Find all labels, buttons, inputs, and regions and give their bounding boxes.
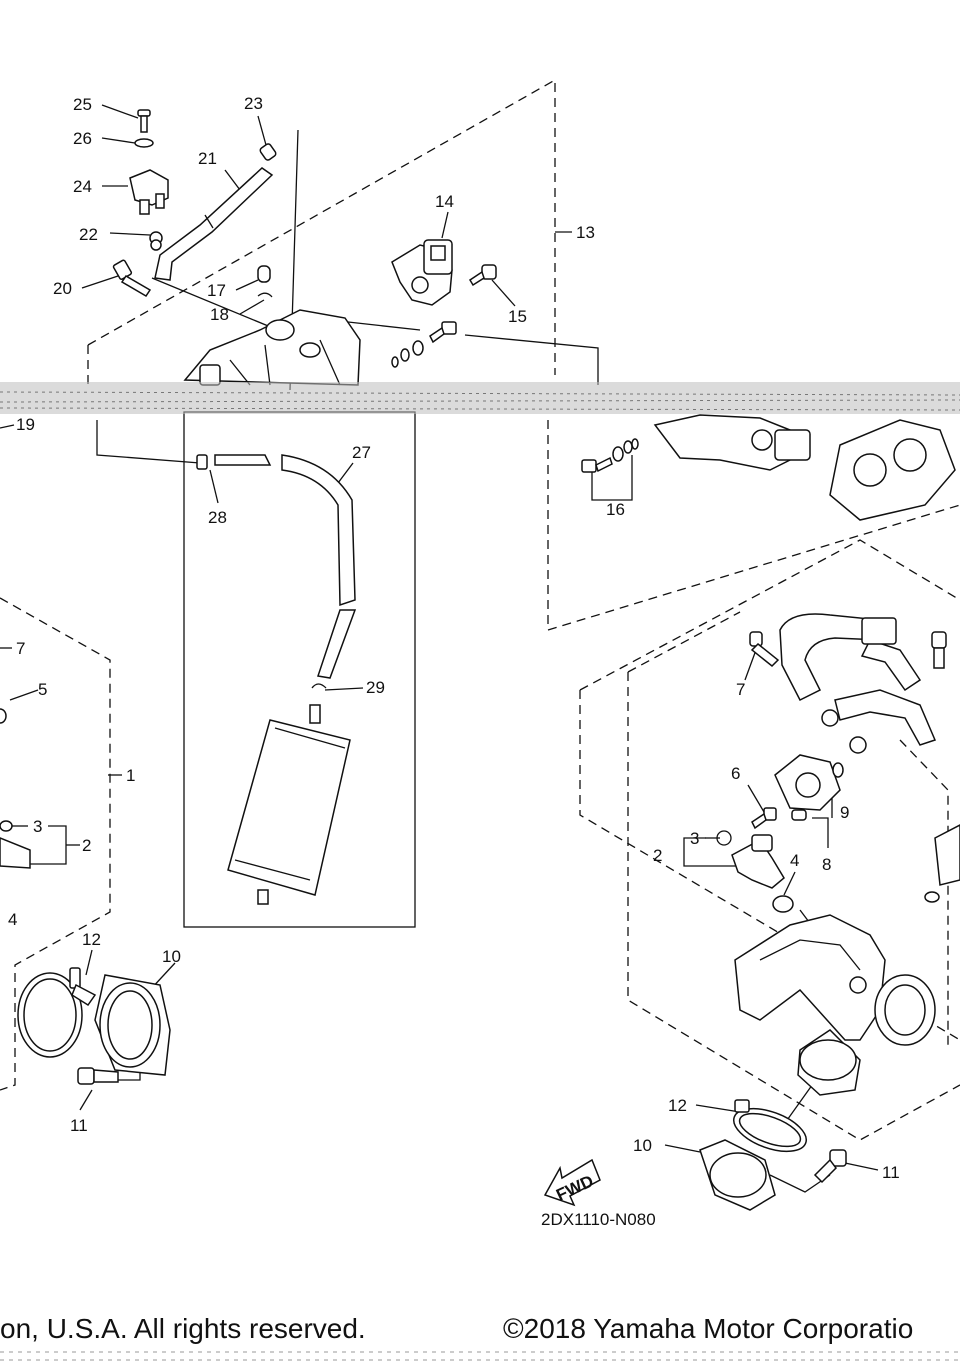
label-12-left: 12 (82, 930, 101, 949)
throttle-body-13 (183, 309, 361, 386)
assembly-16-outline (547, 420, 960, 631)
label-17: 17 (207, 281, 226, 300)
bolt-25 (137, 109, 151, 133)
injector-left (0, 708, 31, 869)
bolt-right-top (931, 631, 947, 669)
label-3-left: 3 (33, 817, 42, 836)
injector-2-right (716, 830, 785, 889)
label-20: 20 (53, 279, 72, 298)
label-2-left: 2 (82, 836, 91, 855)
fwd-arrow-icon: FWD (543, 1158, 601, 1207)
label-11-left: 11 (70, 1116, 88, 1135)
label-23: 23 (244, 94, 263, 113)
pressure-sensor-24 (129, 169, 169, 215)
label-11-right: 11 (882, 1163, 900, 1182)
label-12-right: 12 (668, 1096, 687, 1115)
clamp-12-left (17, 967, 97, 1058)
throttle-body-lower (653, 414, 811, 471)
label-16: 16 (606, 500, 625, 519)
clip-22 (149, 231, 163, 251)
label-13: 13 (576, 223, 595, 242)
label-10-left: 10 (162, 947, 181, 966)
clamp-28 (196, 454, 208, 470)
label-3-right: 3 (690, 829, 699, 848)
screw-set-16 (581, 438, 639, 473)
scan-noise-band (0, 382, 960, 414)
canister (227, 704, 351, 905)
label-9: 9 (840, 803, 849, 822)
label-22: 22 (79, 225, 98, 244)
assembly-1-outline (0, 597, 111, 1091)
label-21: 21 (198, 149, 217, 168)
label-14: 14 (435, 192, 454, 211)
injector-right-edge (924, 824, 960, 903)
label-27: 27 (352, 443, 371, 462)
label-26: 26 (73, 129, 92, 148)
joint-10-right (699, 1139, 776, 1211)
fuel-rail-hose (779, 613, 937, 754)
washer-26 (134, 138, 154, 148)
label-1: 1 (126, 766, 135, 785)
label-7-right: 7 (736, 680, 745, 699)
label-7-left: 7 (16, 639, 25, 658)
joint-10-left (94, 974, 171, 1076)
clamp-23 (259, 143, 277, 161)
clamp-12-right (733, 1099, 807, 1153)
bolt-6 (751, 807, 777, 830)
bolt-7-right (749, 631, 780, 668)
seal-4-right (772, 895, 794, 913)
label-28: 28 (208, 508, 227, 527)
diagram-code: 2DX1110-N080 (541, 1210, 656, 1229)
label-24: 24 (73, 177, 92, 196)
pressure-regulator-9 (774, 754, 844, 821)
throttle-sensor-14 (391, 239, 453, 306)
gasket (829, 419, 956, 521)
screw-15 (468, 264, 497, 287)
label-25: 25 (73, 95, 92, 114)
assembly-right-outline (579, 539, 960, 691)
label-2-right: 2 (653, 846, 662, 865)
label-10-right: 10 (633, 1136, 652, 1155)
cap-17 (257, 265, 271, 283)
footer-copyright-left: on, U.S.A. All rights reserved. (0, 1313, 366, 1344)
clip-18 (257, 292, 273, 298)
bolt-20 (112, 259, 152, 298)
intake-manifold (734, 914, 936, 1096)
bolt-11-right (813, 1149, 847, 1184)
label-5: 5 (38, 680, 47, 699)
clip-29 (311, 683, 327, 689)
label-4-right: 4 (790, 851, 799, 870)
label-15: 15 (508, 307, 527, 326)
label-19: 19 (16, 415, 35, 434)
label-8: 8 (822, 855, 831, 874)
label-6: 6 (731, 764, 740, 783)
footer-copyright-right: ©2018 Yamaha Motor Corporatio (503, 1313, 914, 1344)
bolt-11-left (77, 1067, 119, 1085)
hose-27 (214, 454, 272, 466)
label-29: 29 (366, 678, 385, 697)
label-18: 18 (210, 305, 229, 324)
screw-set-13 (391, 321, 457, 368)
label-4-left: 4 (8, 910, 17, 929)
hose-21 (154, 167, 274, 281)
